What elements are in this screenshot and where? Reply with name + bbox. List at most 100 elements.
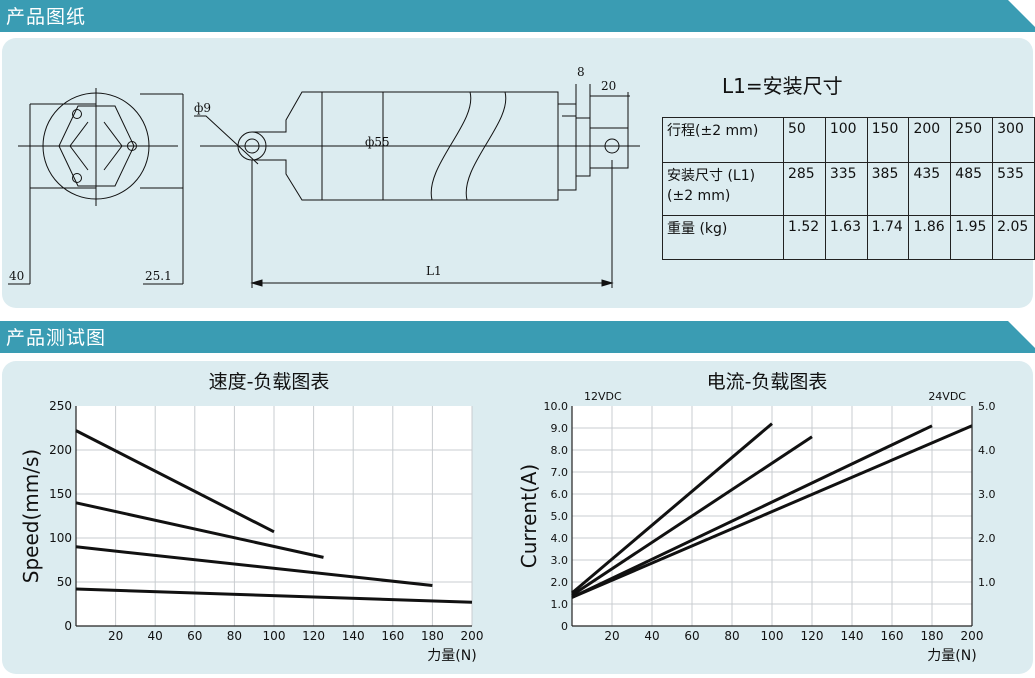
series-line <box>571 435 813 597</box>
chart-title: 速度-负载图表 <box>209 371 330 393</box>
body-break-line-1 <box>430 91 472 201</box>
table-cell: 250 <box>950 117 994 163</box>
front-collar <box>575 117 591 177</box>
table-cell: 1.63 <box>824 215 868 260</box>
section-header-bar <box>0 0 1035 32</box>
x-tick-label: 140 <box>342 629 365 643</box>
x-tick-label: 20 <box>108 629 123 643</box>
x-tick-label: 80 <box>724 629 739 643</box>
technical-drawing: 40 25.1 ф9 ф55 8 20 L1 <box>8 65 640 288</box>
x-axis-label: 力量(N) <box>427 648 476 664</box>
x-tick-label: 80 <box>227 629 242 643</box>
table-cell: 385 <box>866 162 910 216</box>
series-line <box>75 429 275 534</box>
table-cell: 2.05 <box>992 215 1035 260</box>
y-tick-label: 5.0 <box>551 510 569 523</box>
row-label-stroke: 行程(±2 mm) <box>662 117 784 163</box>
series-line <box>75 545 433 588</box>
y-tick-label: 100 <box>49 531 72 545</box>
body-break-line-2 <box>465 91 507 201</box>
x-tick-label: 160 <box>381 629 404 643</box>
x-tick-label: 200 <box>461 629 484 643</box>
table-cell: 435 <box>908 162 952 216</box>
table-row: 重量 (kg) 1.52 1.63 1.74 1.86 1.95 2.05 <box>662 215 1035 260</box>
y-right-tick-label: 5.0 <box>978 400 996 413</box>
table-cell: 335 <box>824 162 868 216</box>
phi9-leader <box>194 115 259 165</box>
series-line <box>75 501 324 559</box>
series-line <box>571 424 973 599</box>
phi9-label: ф9 <box>194 101 211 115</box>
table-cell: 1.52 <box>782 215 826 260</box>
y-tick-label: 8.0 <box>551 444 569 457</box>
y-tick-label: 9.0 <box>551 422 569 435</box>
table-cell: 1.95 <box>950 215 994 260</box>
dim-L1-label: L1 <box>426 264 442 278</box>
y-tick-label: 7.0 <box>551 466 569 479</box>
rod-end <box>589 127 629 169</box>
end-view-bolt-top <box>72 109 82 119</box>
table-row: 安装尺寸 (L1)(±2 mm) 285 335 385 435 485 535 <box>662 162 1035 216</box>
table-cell: 485 <box>950 162 994 216</box>
y-tick-label: 10.0 <box>544 400 569 413</box>
x-tick-label: 20 <box>604 629 619 643</box>
y-tick-label: 1.0 <box>551 598 569 611</box>
section-title-drawing: 产品图纸 <box>6 6 87 28</box>
section-header-bar <box>0 321 1035 353</box>
rear-clevis-hole <box>244 138 260 154</box>
y-tick-label: 0 <box>561 620 568 633</box>
section-header-test: 产品测试图 <box>0 321 1035 353</box>
table-cell: 300 <box>992 117 1035 163</box>
y-axis-label: Speed(mm/s) <box>19 449 43 583</box>
y-tick-label: 50 <box>57 575 72 589</box>
series-line <box>571 424 933 599</box>
table-row: 行程(±2 mm) 50 100 150 200 250 300 <box>662 117 1035 163</box>
left-axis-voltage-label: 12VDC <box>584 390 622 403</box>
y-tick-label: 250 <box>49 399 72 413</box>
y-tick-label: 3.0 <box>551 554 569 567</box>
series-line <box>75 587 473 604</box>
y-tick-label: 6.0 <box>551 488 569 501</box>
table-cell: 150 <box>866 117 910 163</box>
y-tick-label: 0 <box>64 619 72 633</box>
spec-table: 行程(±2 mm) 50 100 150 200 250 300 安装尺寸 (L… <box>662 117 1035 260</box>
table-cell: 1.86 <box>908 215 952 260</box>
spec-title: L1=安装尺寸 <box>722 74 843 98</box>
table-cell: 535 <box>992 162 1035 216</box>
x-tick-label: 100 <box>263 629 286 643</box>
x-tick-label: 180 <box>921 629 944 643</box>
y-right-tick-label: 1.0 <box>978 576 996 589</box>
row-label-install-size: 安装尺寸 (L1)(±2 mm) <box>662 162 784 216</box>
x-tick-label: 100 <box>761 629 784 643</box>
rod-end-hole <box>604 138 620 154</box>
y-tick-label: 150 <box>49 487 72 501</box>
y-right-tick-label: 4.0 <box>978 444 996 457</box>
end-view-bolt-bottom <box>72 173 82 183</box>
x-tick-label: 40 <box>644 629 659 643</box>
x-tick-label: 180 <box>421 629 444 643</box>
y-axis-label: Current(A) <box>517 464 541 568</box>
x-tick-label: 200 <box>961 629 984 643</box>
x-tick-label: 60 <box>684 629 699 643</box>
table-cell: 50 <box>782 117 826 163</box>
right-axis-voltage-label: 24VDC <box>928 390 966 403</box>
dim-8-label: 8 <box>577 65 585 79</box>
table-cell: 200 <box>908 117 952 163</box>
x-axis-label: 力量(N) <box>927 648 976 664</box>
chart-title: 电流-负载图表 <box>707 371 828 393</box>
table-cell: 1.74 <box>866 215 910 260</box>
dim-20-label: 20 <box>601 79 616 93</box>
x-tick-label: 120 <box>302 629 325 643</box>
y-tick-label: 200 <box>49 443 72 457</box>
y-right-tick-label: 3.0 <box>978 488 996 501</box>
series-line <box>571 422 773 595</box>
table-cell: 285 <box>782 162 826 216</box>
row-label-weight: 重量 (kg) <box>662 215 784 260</box>
x-tick-label: 60 <box>187 629 202 643</box>
y-tick-label: 4.0 <box>551 532 569 545</box>
phi55-label: ф55 <box>365 135 390 149</box>
section-header-drawing: 产品图纸 <box>0 0 1035 32</box>
x-tick-label: 120 <box>801 629 824 643</box>
